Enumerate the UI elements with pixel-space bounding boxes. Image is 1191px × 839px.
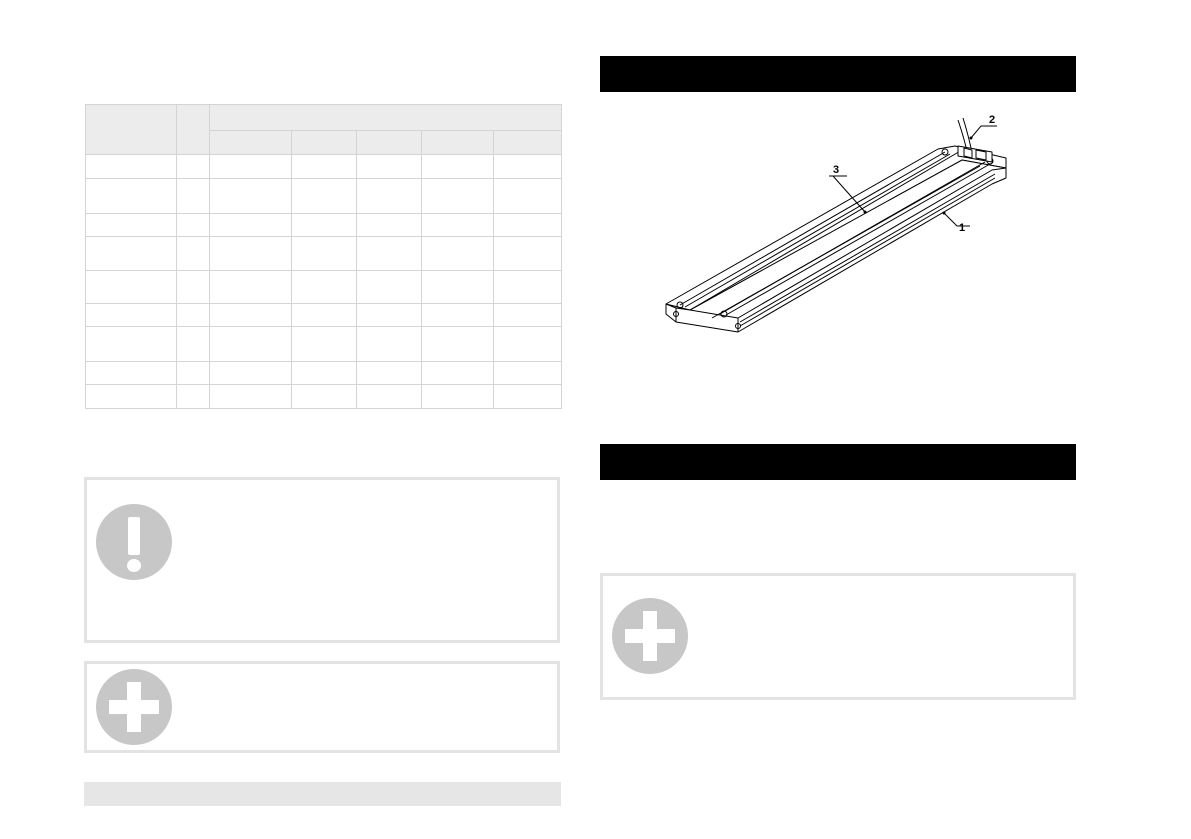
table-row — [85, 383, 563, 410]
table-header-cell — [492, 130, 563, 156]
callout-point — [863, 210, 867, 214]
table-header-row — [85, 103, 563, 156]
section-header-bar — [600, 56, 1076, 92]
table-row — [85, 235, 563, 272]
section-header-bar — [600, 444, 1076, 480]
plus-icon — [612, 598, 688, 674]
heater-panel-diagram: 3 1 2 — [665, 114, 1007, 333]
plus-icon — [96, 669, 172, 745]
table-header-group-cell — [208, 103, 563, 132]
table-header-cell — [176, 103, 210, 156]
info-notice — [84, 661, 560, 753]
table-header-cell — [291, 130, 357, 156]
table-row — [85, 212, 563, 237]
table-header-cell — [421, 130, 494, 156]
callout-leaders — [829, 125, 997, 227]
table-row — [85, 154, 563, 180]
table-row — [85, 303, 563, 328]
callout-label-3: 3 — [833, 164, 839, 176]
info-notice — [600, 573, 1076, 700]
callout-point — [969, 136, 973, 140]
exclamation-icon — [96, 504, 172, 580]
table-header-cell — [85, 103, 177, 156]
section-footer-band — [84, 782, 561, 806]
specification-table — [85, 103, 563, 410]
callout-point — [942, 211, 946, 215]
table-row — [85, 360, 563, 385]
heater-panel-drawing — [665, 117, 1007, 333]
callout-label-1: 1 — [959, 222, 965, 234]
table-header-cell — [209, 130, 292, 156]
callout-label-2: 2 — [989, 114, 995, 126]
table-row — [85, 270, 563, 305]
table-row — [85, 326, 563, 362]
warning-notice — [84, 477, 560, 643]
table-header-cell — [356, 130, 422, 156]
table-row — [85, 178, 563, 214]
